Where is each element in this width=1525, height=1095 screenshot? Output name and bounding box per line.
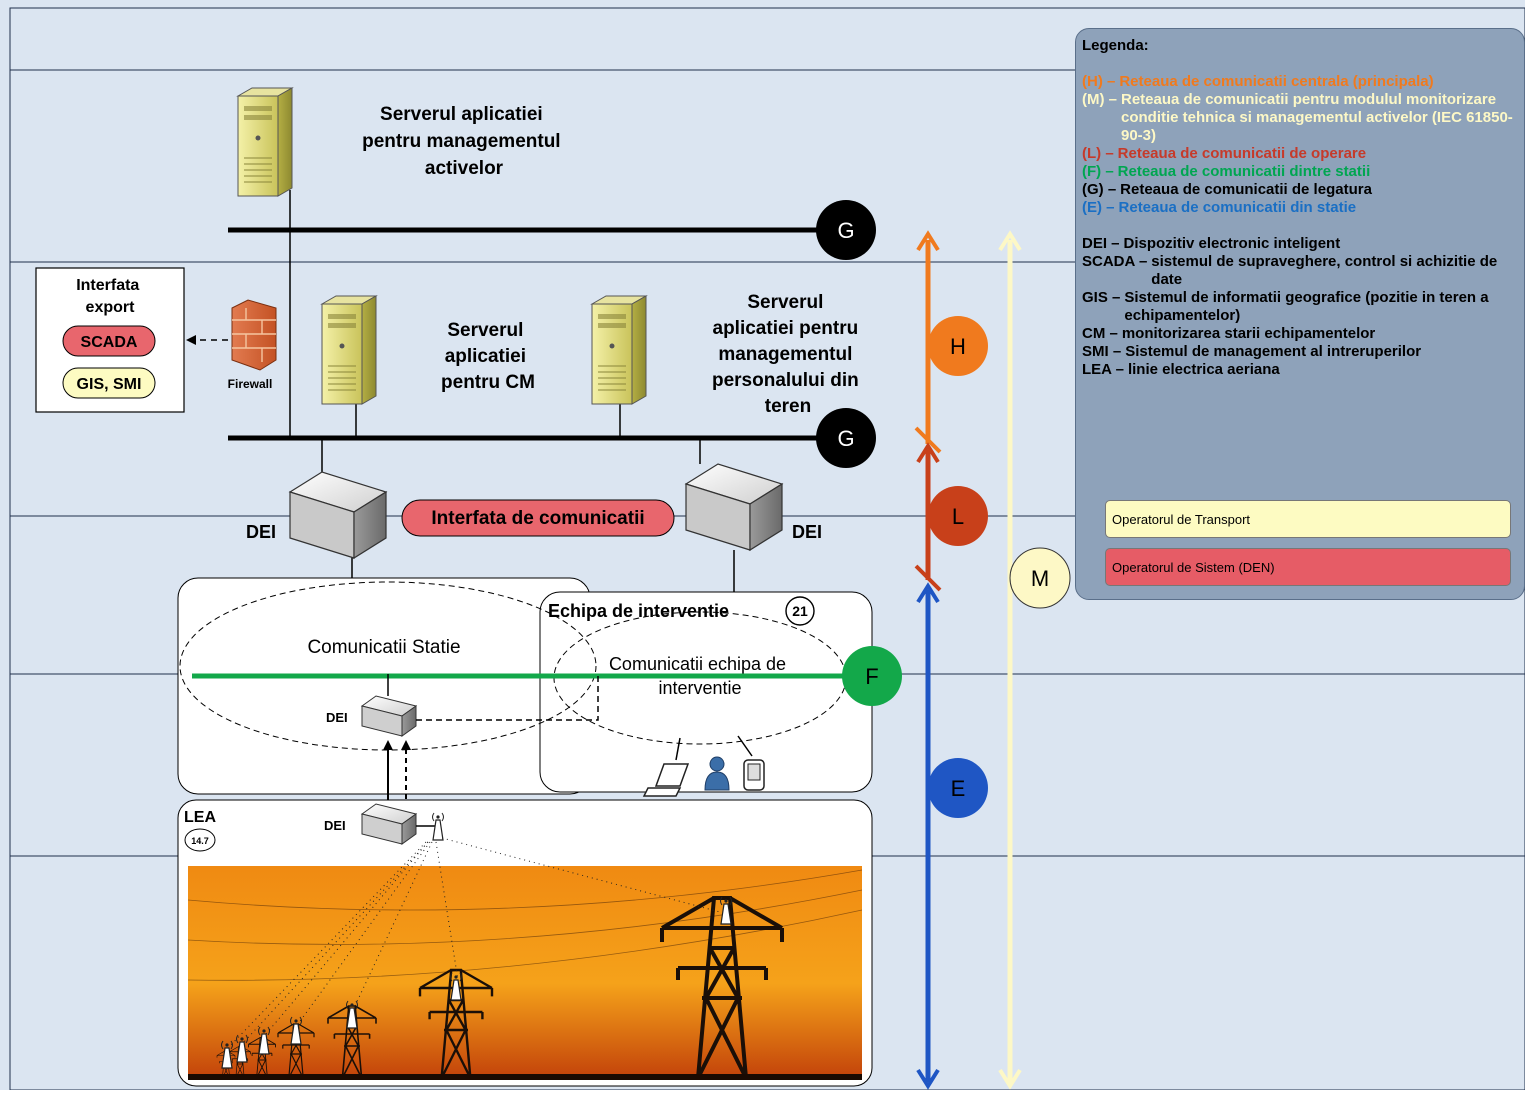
node-f <box>842 646 902 706</box>
operator-transport-swatch: Operatorul de Transport <box>1105 500 1511 538</box>
node-f-label: F <box>865 664 878 689</box>
node-m <box>1009 547 1071 609</box>
comm-interface-pill <box>401 499 675 537</box>
scada-pill <box>62 325 156 357</box>
lea-label: LEA <box>184 809 216 826</box>
dei-box-right-icon <box>685 463 783 551</box>
legend-item-g: (G) –Reteaua de comunicatii de legatura <box>1082 181 1372 198</box>
legend-item-f: (F) –Reteaua de comunicatii dintre stati… <box>1082 163 1371 180</box>
node-l-label: L <box>952 504 964 529</box>
station-comm-label: Comunicatii Statie <box>307 637 460 658</box>
scada-label: SCADA <box>81 334 138 351</box>
firewall-icon <box>231 299 277 371</box>
firewall-label: Firewall <box>228 377 273 391</box>
node-g-bottom-label: G <box>837 426 854 451</box>
station-panel <box>177 577 591 795</box>
legend-item-h: (H) –Reteaua de comunicatii centrala (pr… <box>1082 73 1434 90</box>
team-title: Echipa de interventie <box>548 601 729 621</box>
server-asset-label: Serverul aplicatiei pentru managementul … <box>362 104 566 179</box>
legend-term-scada: SCADA –sistemul de supraveghere, control… <box>1082 253 1498 288</box>
lea-badge <box>184 828 216 852</box>
dei-lea-label: DEI <box>324 818 346 833</box>
export-interface-title: Interfata export <box>76 277 144 316</box>
dei-box-left-icon <box>289 471 387 559</box>
server-asset-management-icon <box>237 87 293 197</box>
user-icon <box>704 756 730 791</box>
dei-station-label: DEI <box>326 710 348 725</box>
node-e-label: E <box>951 776 966 801</box>
team-badge <box>785 596 815 626</box>
dei-right-label: DEI <box>792 522 822 542</box>
node-g-bottom <box>816 408 876 468</box>
team-comm-label: Comunicatii echipa de interventie <box>609 654 791 698</box>
gis-smi-label: GIS, SMI <box>77 376 142 393</box>
legend-term-gis: GIS –Sistemul de informatii geografice (… <box>1082 289 1489 324</box>
legend-item-e: (E) –Reteaua de comunicatii din statie <box>1082 199 1357 216</box>
legend-item-l: (L) –Reteaua de comunicatii de operare <box>1082 145 1367 162</box>
node-l <box>928 486 988 546</box>
legend-term-cm: CM –monitorizarea starii echipamentelor <box>1082 325 1376 342</box>
power-lines-photo <box>187 837 863 1080</box>
legend-term-smi: SMI –Sistemul de management al intrerupe… <box>1082 343 1422 360</box>
legend-term-dei: DEI –Dispozitiv electronic inteligent <box>1082 235 1341 252</box>
node-g-top-label: G <box>837 218 854 243</box>
node-h <box>928 316 988 376</box>
node-m-label: M <box>1031 566 1049 591</box>
node-g-top <box>816 200 876 260</box>
node-h-label: H <box>950 334 966 359</box>
server-field-staff-label: Serverul aplicatiei pentru managementul … <box>712 292 864 417</box>
phone-icon <box>743 759 765 791</box>
dei-left-label: DEI <box>246 522 276 542</box>
legend-term-lea: LEA –linie electrica aeriana <box>1082 361 1280 378</box>
operator-system-swatch: Operatorul de Sistem (DEN) <box>1105 548 1511 586</box>
comm-interface-label: Interfata de comunicatii <box>431 508 644 529</box>
laptop-icon <box>642 763 690 797</box>
legend-title: Legenda: <box>1082 37 1149 54</box>
station-comm-ellipse <box>179 581 597 751</box>
legend-networks: (H) –Reteaua de comunicatii centrala (pr… <box>1082 73 1518 217</box>
gis-smi-pill <box>62 367 156 399</box>
legend-item-m: (M) –Reteaua de comunicatii pentru modul… <box>1082 91 1513 144</box>
server-cm-icon <box>321 295 377 405</box>
server-field-staff-icon <box>591 295 647 405</box>
node-e <box>928 758 988 818</box>
lea-badge-label: 14.7 <box>191 836 209 846</box>
team-badge-label: 21 <box>792 603 808 619</box>
legend-terms: DEI –Dispozitiv electronic inteligent SC… <box>1082 235 1518 379</box>
server-cm-label: Serverul aplicatiei pentru CM <box>441 320 535 393</box>
connectors <box>289 190 735 630</box>
